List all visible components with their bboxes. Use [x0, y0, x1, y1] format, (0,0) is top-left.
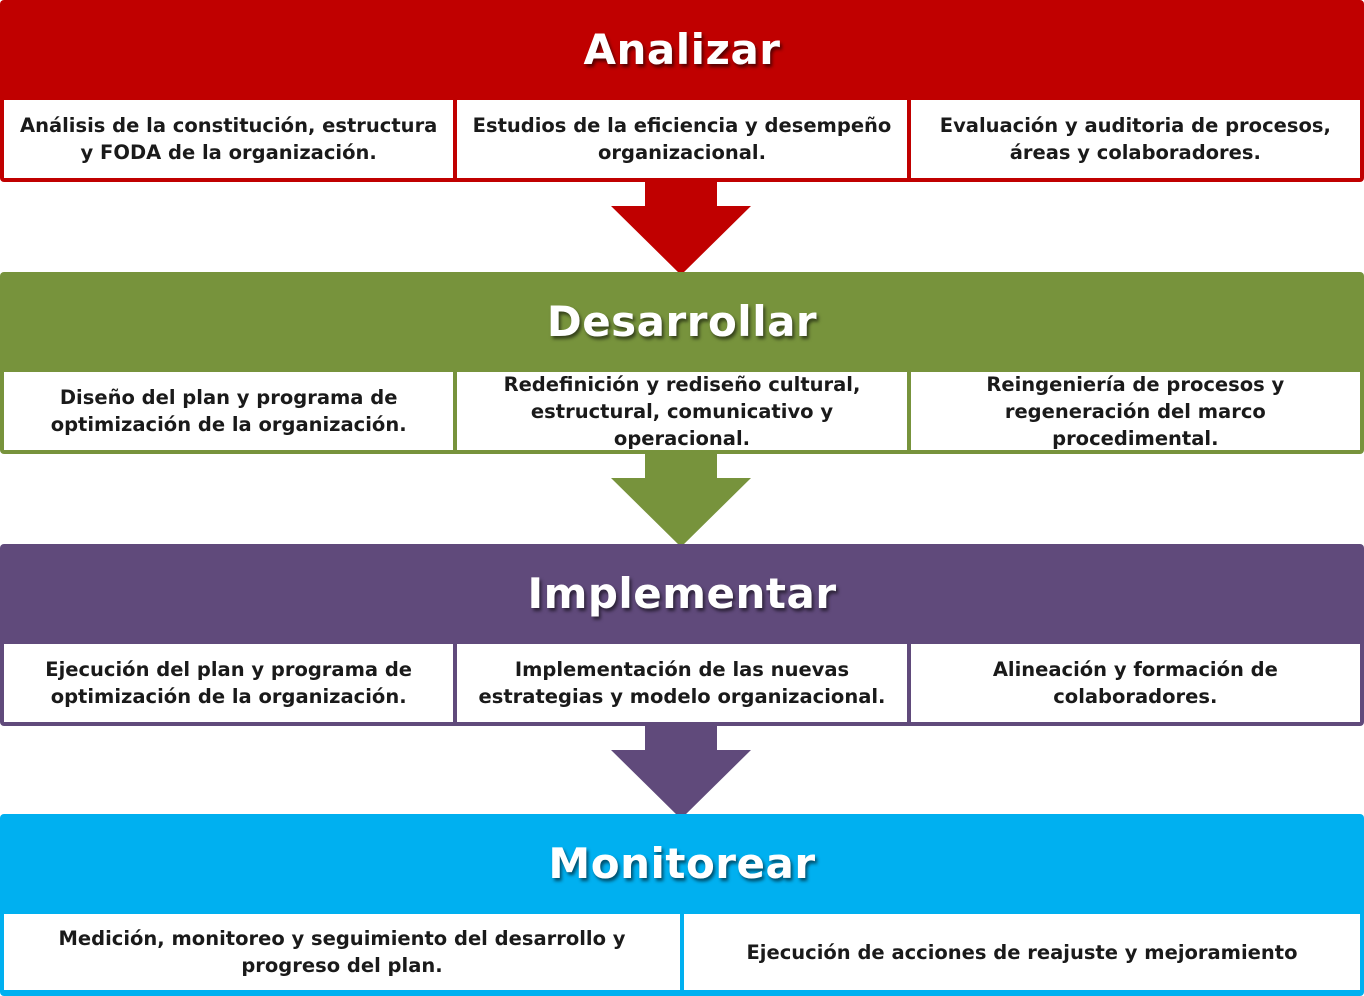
stage-item: Ejecución de acciones de reajuste y mejo…: [684, 914, 1360, 990]
stage-item: Análisis de la constitución, estructura …: [4, 100, 454, 178]
stage-item: Alineación y formación de colaboradores.: [910, 644, 1360, 722]
stage-item: Medición, monitoreo y seguimiento del de…: [4, 914, 680, 990]
stage-analizar: Analizar Análisis de la constitución, es…: [0, 0, 1364, 182]
stage-items: Análisis de la constitución, estructura …: [4, 100, 1360, 178]
stage-items: Diseño del plan y programa de optimizaci…: [4, 372, 1360, 450]
stage-item: Implementación de las nuevas estrategias…: [457, 644, 907, 722]
down-arrow-icon: [611, 182, 751, 275]
stage-title: Monitorear: [548, 838, 816, 888]
down-arrow-icon: [611, 726, 751, 819]
stage-implementar: Implementar Ejecución del plan y program…: [0, 544, 1364, 726]
stage-item: Ejecución del plan y programa de optimiz…: [4, 644, 454, 722]
stage-item: Estudios de la eficiencia y desempeño or…: [457, 100, 907, 178]
stage-item: Evaluación y auditoria de procesos, área…: [910, 100, 1360, 178]
stage-title: Analizar: [583, 24, 781, 74]
stage-item: Redefinición y rediseño cultural, estruc…: [457, 372, 907, 450]
stage-monitorear: Monitorear Medición, monitoreo y seguimi…: [0, 814, 1364, 996]
down-arrow-icon: [611, 454, 751, 547]
stage-items: Ejecución del plan y programa de optimiz…: [4, 644, 1360, 722]
stage-title: Implementar: [527, 568, 837, 618]
stage-desarrollar: Desarrollar Diseño del plan y programa d…: [0, 272, 1364, 454]
stage-title: Desarrollar: [546, 296, 818, 346]
stage-item: Diseño del plan y programa de optimizaci…: [4, 372, 454, 450]
stage-item: Reingeniería de procesos y regeneración …: [910, 372, 1360, 450]
stage-items: Medición, monitoreo y seguimiento del de…: [4, 914, 1360, 990]
